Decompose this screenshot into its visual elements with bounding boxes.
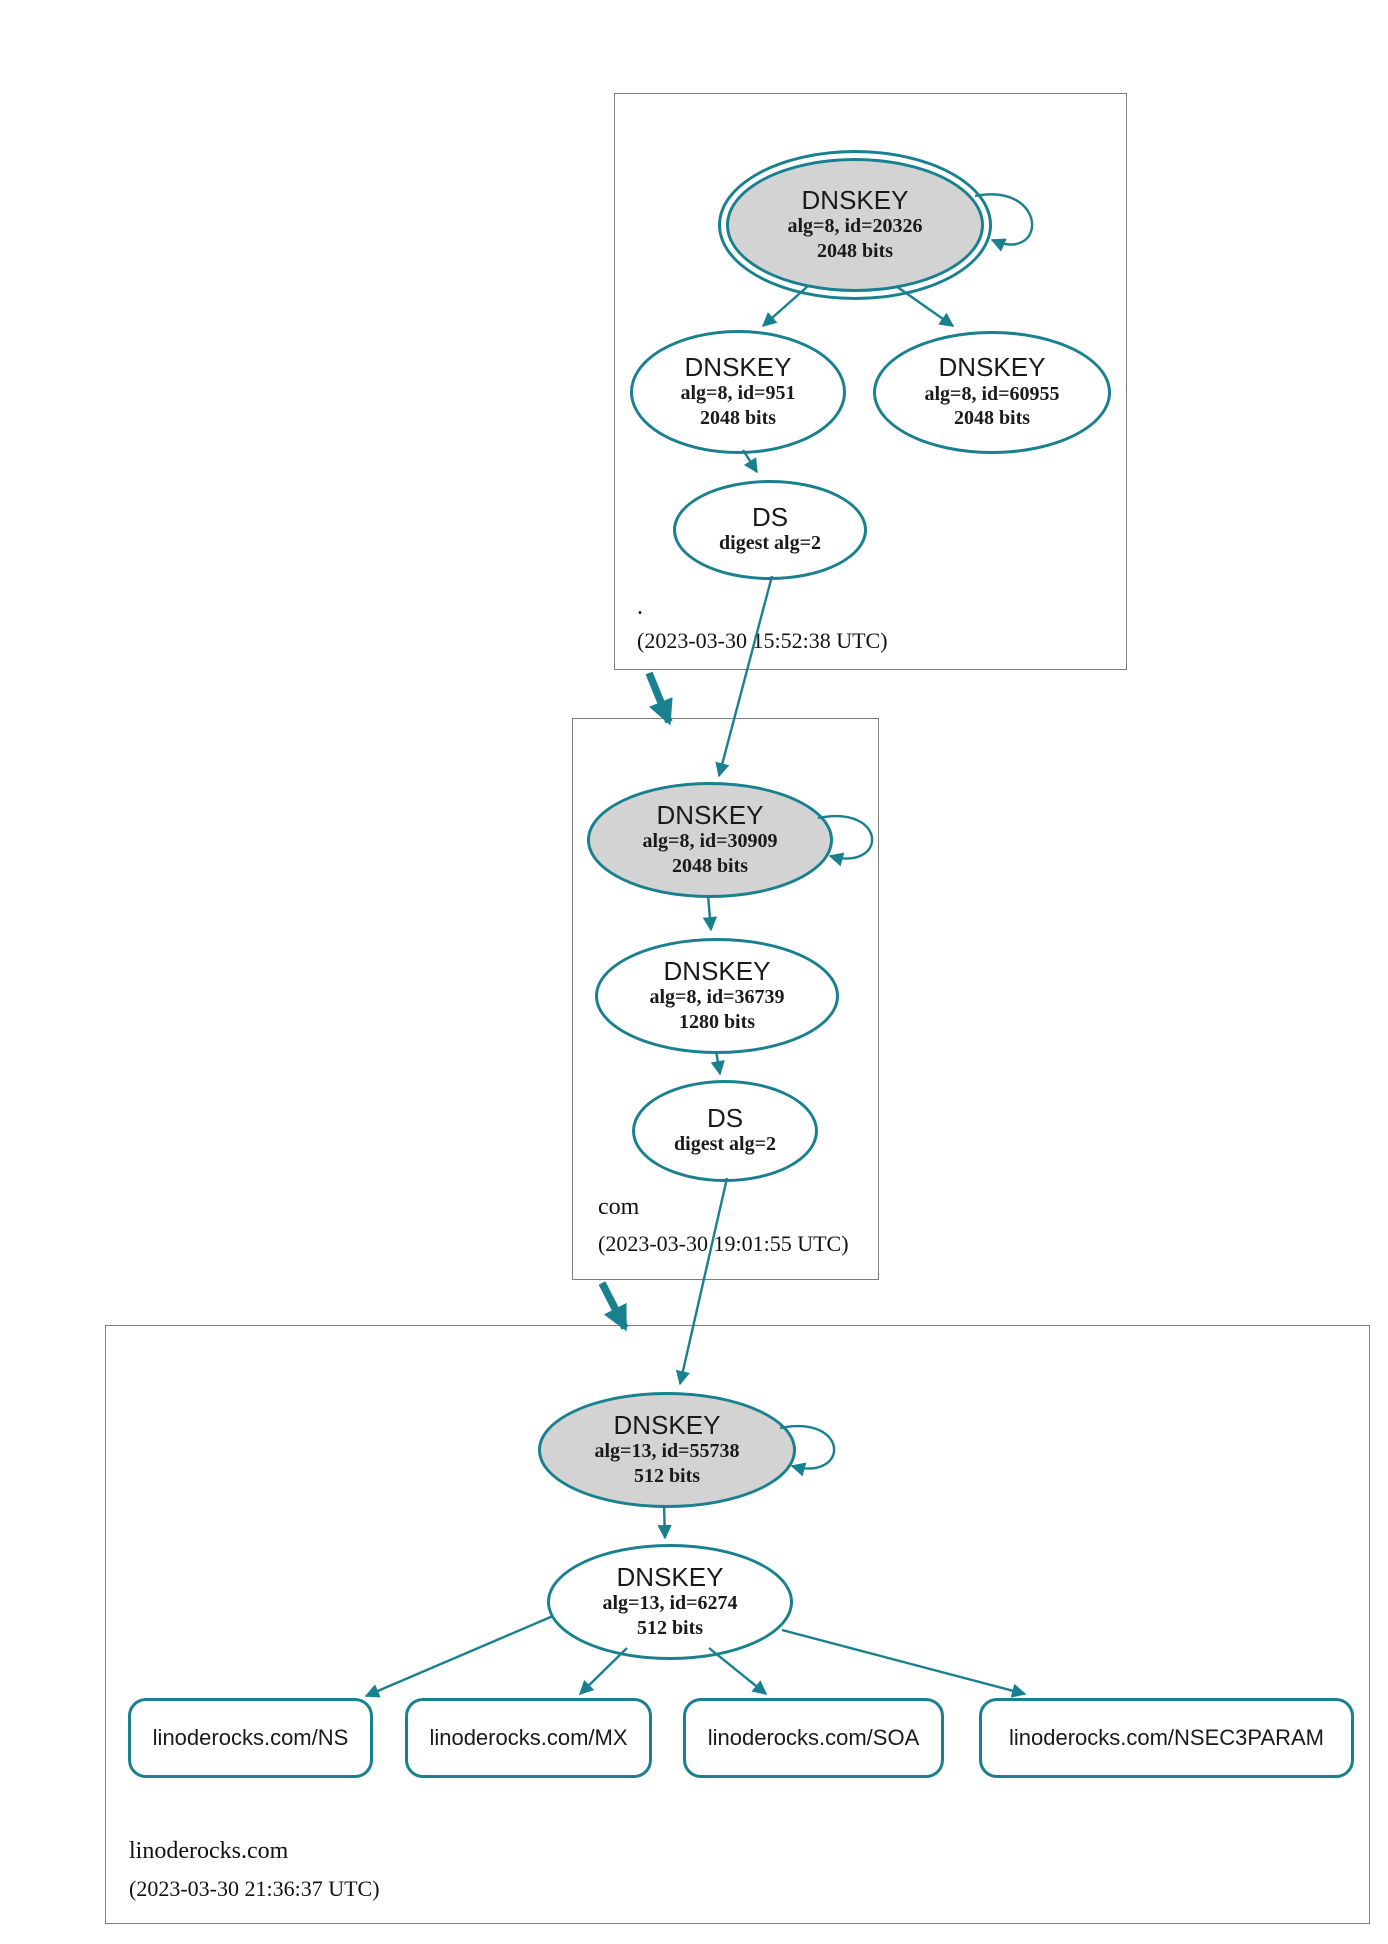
node-bits-label: 512 bits [636,1616,704,1639]
node-type-label: DS [706,1103,744,1134]
node-bits-label: 2048 bits [816,239,894,262]
rrset-label: linoderocks.com/MX [429,1725,628,1750]
dnskey-node-com-zsk-36739: DNSKEY alg=8, id=36739 1280 bits [595,938,839,1054]
node-type-label: DS [751,502,789,533]
dnskey-node-root-60955: DNSKEY alg=8, id=60955 2048 bits [873,331,1111,454]
rrset-label: linoderocks.com/NSEC3PARAM [1008,1725,1325,1750]
node-type-label: DNSKEY [613,1409,721,1440]
dnskey-node-linoderocks-ksk-55738: DNSKEY alg=13, id=55738 512 bits [538,1392,796,1508]
edge-com-to-linoderocks-delegation [598,1281,629,1332]
dnskey-node-root-ksk-20326: DNSKEY alg=8, id=20326 2048 bits [718,150,992,300]
dnskey-node-root-ksk-20326-inner: DNSKEY alg=8, id=20326 2048 bits [726,158,984,292]
node-detail-label: alg=8, id=20326 [787,215,923,238]
rrset-node-mx: linoderocks.com/MX [405,1698,652,1778]
node-detail-label: alg=8, id=30909 [642,830,778,853]
node-detail-label: digest alg=2 [674,1133,776,1156]
node-bits-label: 2048 bits [953,407,1031,430]
dnskey-node-root-zsk-951: DNSKEY alg=8, id=951 2048 bits [630,330,846,454]
rrset-node-nsec3param: linoderocks.com/NSEC3PARAM [979,1698,1354,1778]
zone-name-com: com [598,1194,640,1220]
node-type-label: DNSKEY [801,184,909,215]
node-detail-label: alg=8, id=60955 [924,382,1060,405]
zone-timestamp-com: (2023-03-30 19:01:55 UTC) [598,1231,849,1256]
node-type-label: DNSKEY [663,955,771,986]
zone-timestamp-linoderocks: (2023-03-30 21:36:37 UTC) [129,1876,380,1901]
ds-node-com: DS digest alg=2 [632,1080,818,1182]
node-bits-label: 2048 bits [671,854,749,877]
node-type-label: DNSKEY [616,1561,724,1592]
zone-name-root: . [637,594,643,620]
zone-timestamp-root: (2023-03-30 15:52:38 UTC) [637,628,888,653]
node-bits-label: 2048 bits [699,406,777,429]
node-detail-label: digest alg=2 [719,532,821,555]
node-type-label: DNSKEY [656,799,764,830]
node-detail-label: alg=8, id=951 [680,382,796,405]
node-detail-label: alg=13, id=55738 [594,1440,740,1463]
ds-node-root: DS digest alg=2 [673,480,867,580]
node-bits-label: 512 bits [633,1464,701,1487]
zone-name-linoderocks: linoderocks.com [129,1838,289,1864]
node-bits-label: 1280 bits [678,1010,756,1033]
rrset-node-ns: linoderocks.com/NS [128,1698,373,1778]
edge-root-to-com-delegation [645,671,673,726]
rrset-label: linoderocks.com/NS [152,1725,349,1750]
node-detail-label: alg=8, id=36739 [649,986,785,1009]
node-type-label: DNSKEY [938,352,1046,383]
rrset-node-soa: linoderocks.com/SOA [683,1698,944,1778]
node-type-label: DNSKEY [684,351,792,382]
rrset-label: linoderocks.com/SOA [707,1725,920,1750]
dnskey-node-linoderocks-zsk-6274: DNSKEY alg=13, id=6274 512 bits [547,1544,793,1660]
node-detail-label: alg=13, id=6274 [602,1592,738,1615]
dnskey-node-com-ksk-30909: DNSKEY alg=8, id=30909 2048 bits [587,782,833,898]
